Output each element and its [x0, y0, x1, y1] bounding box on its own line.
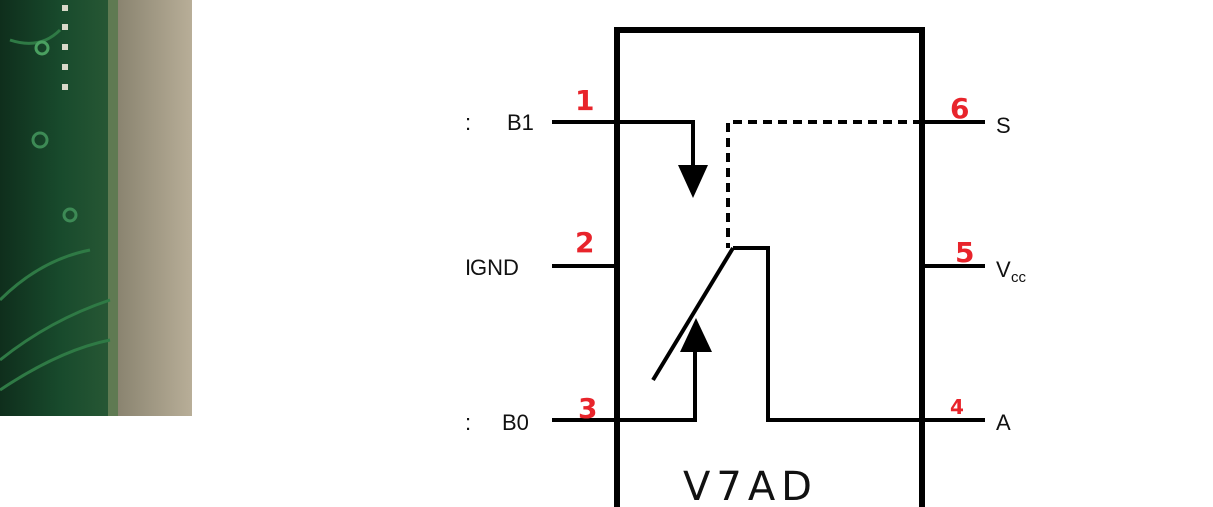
- pcb-photo: [0, 0, 192, 416]
- pin-3-label: B0: [502, 410, 529, 435]
- common-path: [733, 246, 922, 422]
- pin-1-prefix: :: [465, 110, 471, 135]
- pin-5-number: 5: [955, 236, 974, 269]
- pin-5-label: V: [996, 257, 1011, 282]
- b1-arrow-icon: [678, 165, 708, 198]
- b1-contact-path: [617, 120, 695, 165]
- pin-1-label: B1: [507, 110, 534, 135]
- b0-contact-path: [617, 352, 697, 422]
- pin-3-number: 3: [578, 392, 597, 425]
- pin-4-number: 4: [950, 395, 964, 419]
- control-dashed-line: [726, 120, 922, 248]
- switch-blade: [651, 246, 735, 382]
- b0-arrow-icon: [680, 318, 712, 352]
- pin-2-number: 2: [575, 226, 594, 259]
- pin-4-label: A: [996, 410, 1011, 435]
- pin-6-number: 6: [950, 92, 969, 125]
- chip-marking: V7AD: [683, 464, 818, 507]
- pin-1-number: 1: [575, 84, 594, 117]
- pin-6-label: S: [996, 113, 1011, 138]
- pin-3-prefix: :: [465, 410, 471, 435]
- chip-body: [614, 27, 925, 507]
- pin-2-label: GND: [470, 255, 519, 280]
- pin-5-subscript: cc: [1011, 269, 1027, 286]
- pin-2-prefix: I: [465, 255, 471, 280]
- pcb-photo-icon: [0, 0, 192, 416]
